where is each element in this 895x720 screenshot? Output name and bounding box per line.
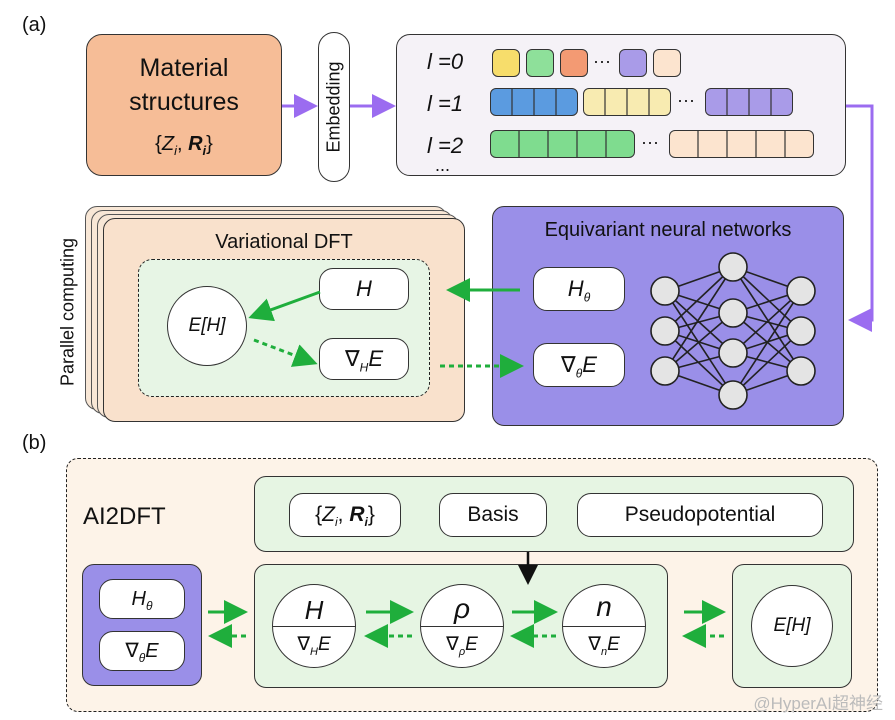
h-circle-text: H	[304, 595, 324, 625]
neural-network-graph	[650, 252, 816, 410]
n-circle-gradient: ∇nE	[588, 634, 620, 658]
l0-dots: ···	[593, 51, 611, 71]
basis-text: Basis	[467, 503, 519, 526]
energy-functional-text: E[H]	[188, 315, 226, 336]
material-structures-box: Material structures {Zi, Ri}	[86, 34, 282, 176]
basis-pill: Basis	[439, 493, 547, 537]
panel-b-arrows	[208, 552, 726, 648]
variational-dft-title: Variational DFT	[215, 231, 353, 253]
l1-dots: ···	[677, 90, 695, 110]
rho-circle-text: ρ	[453, 593, 471, 624]
n-gradient-circle: n ∇nE	[562, 584, 646, 668]
variational-dft-box: Variational DFT E[H] H ∇HE	[103, 218, 465, 422]
panel-a-label: (a)	[22, 14, 47, 36]
feature-cell-dividers	[511, 89, 786, 157]
panel-a-arrows	[248, 94, 874, 378]
l0-feature-yellow	[492, 49, 520, 77]
atom-input-pill: {Zi, Ri}	[289, 493, 401, 537]
l0-label: l =0	[427, 49, 464, 74]
hamiltonian-text: H	[356, 276, 372, 301]
h-circle-divider	[273, 626, 355, 627]
rows-ellipsis: ...	[435, 155, 451, 175]
embedding-box: Embedding	[318, 32, 350, 182]
equivariant-nn-title: Equivariant neural networks	[544, 219, 792, 241]
material-title-line2: structures	[129, 88, 239, 116]
l2-feature-green	[490, 130, 635, 158]
l0-feature-peach	[653, 49, 681, 77]
b-energy-text: E[H]	[773, 615, 811, 636]
material-title-line1: Material	[139, 54, 229, 82]
energy-box: E[H]	[732, 564, 852, 688]
network-params-box: Hθ ∇θE	[82, 564, 202, 686]
l2-label: l =2	[427, 133, 464, 158]
n-circle-divider	[563, 626, 645, 627]
inputs-box: {Zi, Ri} Basis Pseudopotential	[254, 476, 854, 552]
gradient-h-pill: ∇HE	[319, 338, 409, 380]
b-h-theta-pill: Hθ	[99, 579, 185, 619]
h-theta-pill: Hθ	[533, 267, 625, 311]
energy-functional-circle: E[H]	[167, 286, 247, 366]
grad-theta-pill: ∇θE	[533, 343, 625, 387]
l1-label: l =1	[427, 91, 464, 116]
l0-feature-purple	[619, 49, 647, 77]
dft-inner-dashed-box: E[H] H ∇HE	[138, 259, 430, 397]
ai2dft-title: AI2DFT	[83, 503, 166, 530]
h-circle-gradient: ∇HE	[297, 634, 331, 658]
irreps-features-box: l =0 l =1 l =2 ... ··· ··· ···	[396, 34, 846, 176]
rho-circle-divider	[421, 626, 503, 627]
l2-feature-peach	[669, 130, 814, 158]
pseudopotential-text: Pseudopotential	[624, 503, 776, 526]
pseudopotential-pill: Pseudopotential	[577, 493, 823, 537]
l0-feature-orange	[560, 49, 588, 77]
l2-dots: ···	[641, 132, 659, 152]
b-energy-circle: E[H]	[751, 585, 833, 667]
hamiltonian-pill: H	[319, 268, 409, 310]
rho-gradient-circle: ρ ∇ρE	[420, 584, 504, 668]
panel-b-label: (b)	[22, 432, 47, 454]
watermark: @HyperAI超神经	[753, 694, 883, 713]
h-gradient-circle: H ∇HE	[272, 584, 356, 668]
equivariant-nn-box: Equivariant neural networks Hθ ∇θE	[492, 206, 844, 426]
rho-circle-gradient: ∇ρE	[446, 634, 478, 658]
material-formula: {Zi, Ri}	[155, 133, 213, 158]
n-circle-text: n	[596, 591, 612, 622]
b-grad-theta-pill: ∇θE	[99, 631, 185, 671]
l0-feature-green	[526, 49, 554, 77]
